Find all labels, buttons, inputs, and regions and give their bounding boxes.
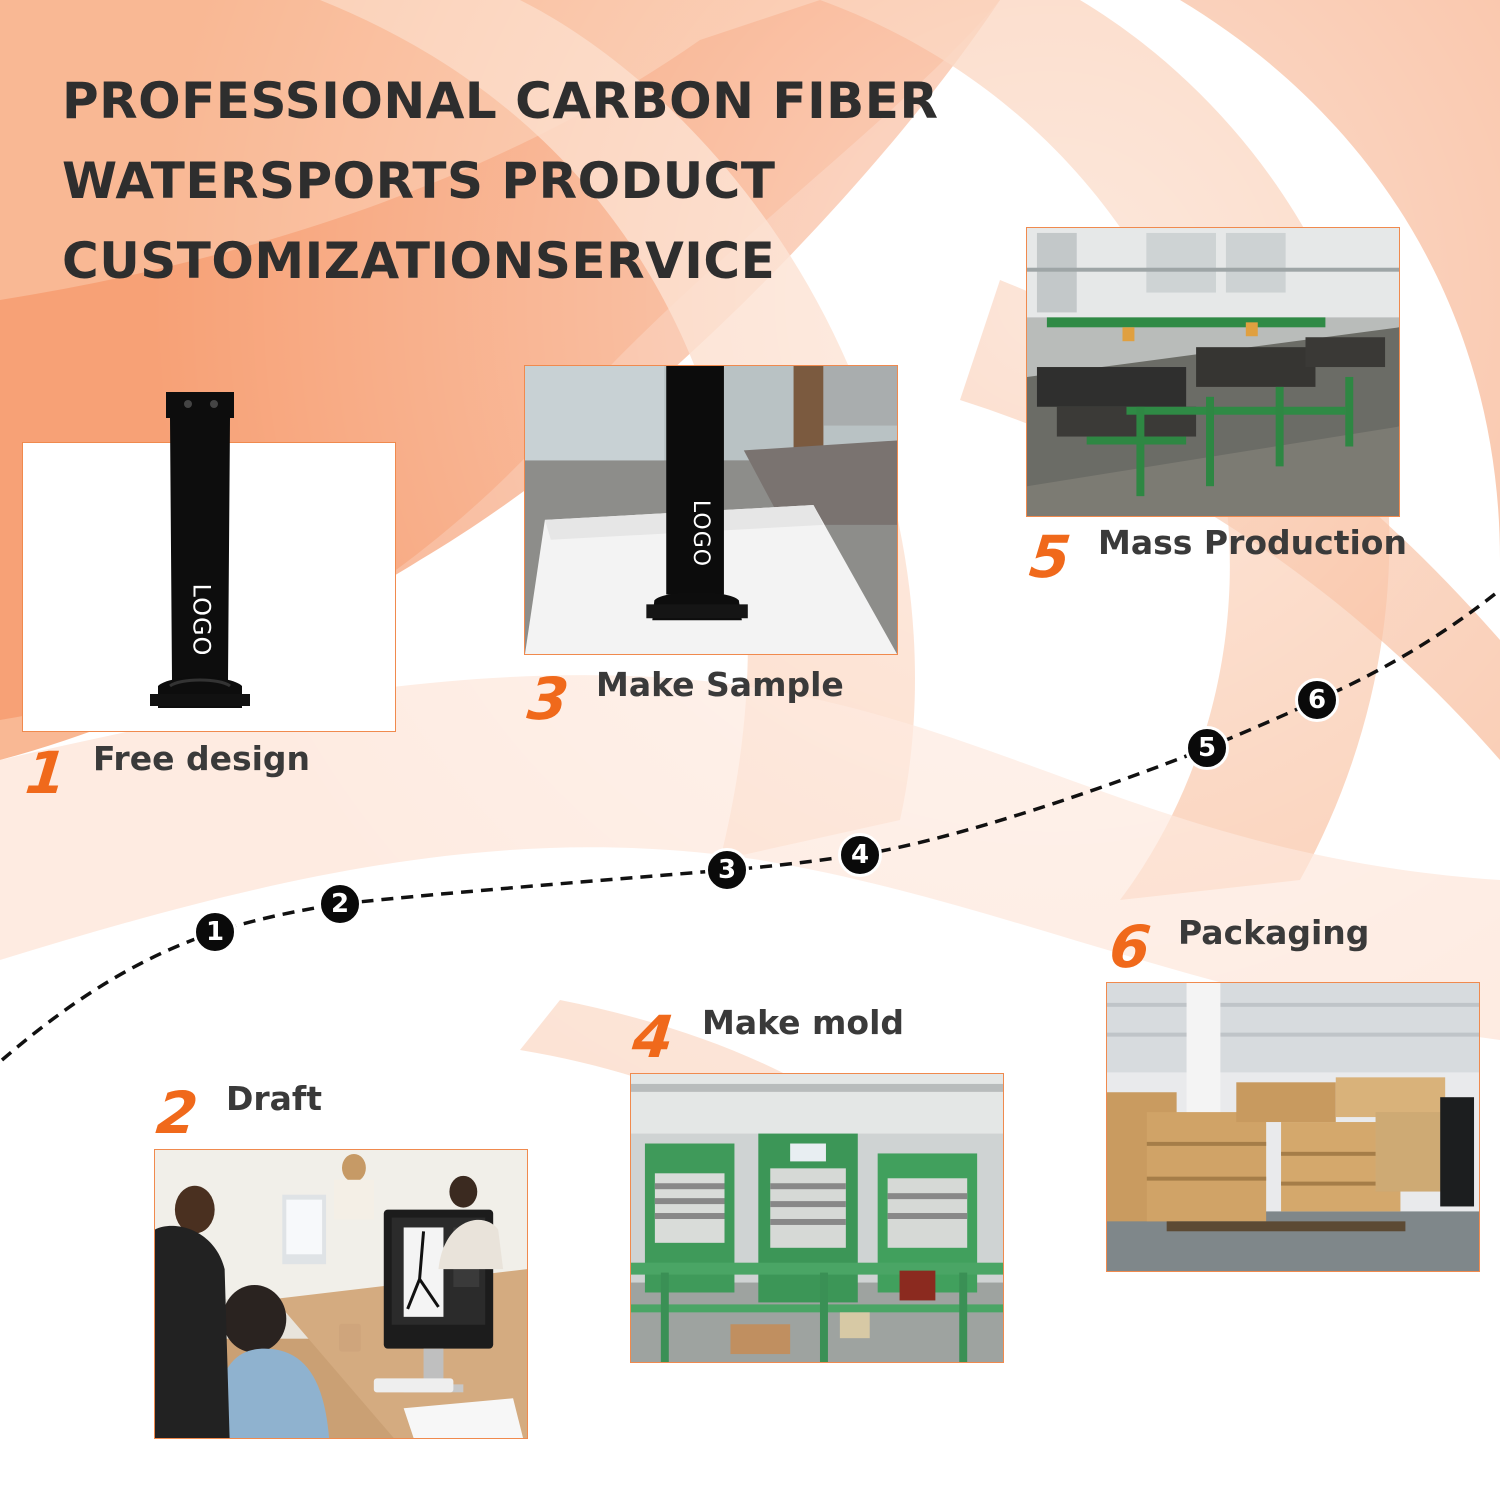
step-6-image (1106, 982, 1480, 1272)
step-6-label: Packaging (1178, 913, 1370, 952)
step-3-image (524, 365, 898, 655)
title-line-1: PROFESSIONAL CARBON FIBER (62, 72, 939, 130)
step-5-image (1026, 227, 1400, 517)
step-1-logo-wrap: LOGO (178, 575, 224, 665)
path-marker-4: 4 (838, 833, 882, 877)
step-5-label: Mass Production (1098, 523, 1407, 562)
path-marker-6: 6 (1295, 678, 1339, 722)
step-1-label: Free design (93, 739, 311, 778)
step-3-label: Make Sample (596, 665, 844, 704)
step-6-number: 6 (1106, 913, 1154, 981)
title-line-3: CUSTOMIZATIONSERVICE (62, 232, 776, 290)
step-3-logo-wrap: LOGO (676, 490, 726, 576)
path-marker-1: 1 (193, 910, 237, 954)
title-line-2: WATERSPORTS PRODUCT (62, 152, 776, 210)
path-marker-5: 5 (1185, 726, 1229, 770)
step-2-image (154, 1149, 528, 1439)
step-3-number: 3 (524, 665, 572, 733)
step-4-label: Make mold (702, 1003, 905, 1042)
product-mast-image (150, 392, 250, 708)
path-marker-2: 2 (318, 882, 362, 926)
step-5-number: 5 (1026, 523, 1074, 591)
step-4-number: 4 (629, 1003, 677, 1071)
step-2-number: 2 (153, 1079, 201, 1147)
step-2-label: Draft (226, 1079, 323, 1118)
step-3-logo-text: LOGO (688, 499, 714, 567)
step-1-logo-text: LOGO (187, 583, 215, 657)
path-marker-3: 3 (705, 848, 749, 892)
step-1-number: 1 (22, 739, 70, 807)
step-4-image (630, 1073, 1004, 1363)
